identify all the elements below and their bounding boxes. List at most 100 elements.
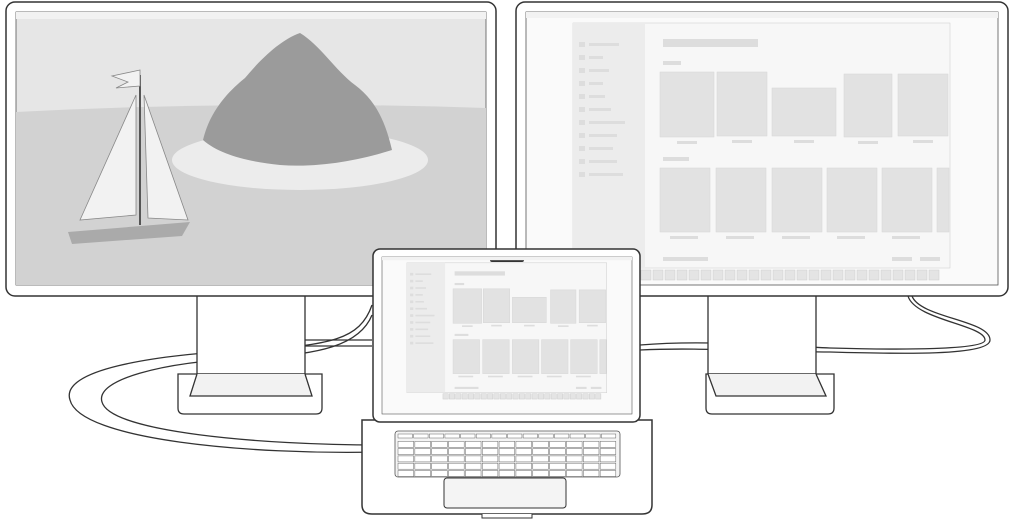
key: [444, 433, 460, 439]
key: [498, 462, 515, 470]
sidebar-item: [415, 294, 423, 296]
dock-icon: [916, 269, 928, 281]
sidebar-item: [589, 147, 613, 150]
trackpad: [443, 477, 567, 509]
key: [583, 441, 600, 448]
dock-icon: [904, 269, 916, 281]
thumbnail: [482, 288, 510, 323]
key: [599, 462, 617, 470]
dock-icon: [712, 269, 724, 281]
thumbnail-caption: [458, 375, 474, 378]
dock-icon: [595, 393, 602, 400]
key: [566, 455, 583, 463]
key: [448, 441, 465, 448]
dock-icon: [748, 269, 760, 281]
dock-icon: [557, 393, 563, 400]
sidebar-item: [589, 43, 619, 46]
dock-icon: [442, 393, 449, 400]
thumbnail: [659, 71, 715, 138]
thumbnail-caption: [462, 325, 473, 327]
key: [515, 470, 532, 477]
dock-icon: [449, 393, 455, 400]
thumbnail: [512, 297, 547, 323]
key: [414, 448, 431, 455]
dock-icon: [640, 269, 652, 281]
key: [431, 470, 448, 477]
thumbnail-caption: [782, 236, 810, 239]
key: [532, 441, 549, 448]
thumbnail: [936, 167, 950, 233]
dock-icon: [550, 393, 557, 400]
thumbnail: [843, 73, 893, 138]
thumbnail: [881, 167, 933, 233]
thumbnail: [659, 167, 711, 233]
sidebar-item: [415, 280, 423, 282]
sailboat: [68, 69, 190, 244]
key: [397, 441, 414, 448]
section-label: [454, 333, 469, 336]
key: [397, 448, 414, 455]
key: [599, 470, 617, 477]
left-display: [5, 1, 497, 297]
key: [599, 455, 617, 463]
thumbnail-caption: [557, 325, 569, 327]
dock-icon: [760, 269, 772, 281]
sidebar-icon: [410, 279, 414, 283]
key: [566, 462, 583, 470]
thumbnail: [550, 289, 577, 324]
sidebar-icon: [410, 334, 414, 338]
sidebar: [406, 262, 446, 393]
dock-icon: [736, 269, 748, 281]
key: [566, 441, 583, 448]
key: [583, 448, 600, 455]
sidebar-icon: [410, 341, 414, 345]
key: [397, 470, 414, 477]
thumbnail: [897, 73, 949, 137]
sidebar-icon: [579, 107, 585, 112]
thumbnail-caption: [837, 236, 865, 239]
key: [465, 441, 482, 448]
key: [481, 470, 499, 477]
island-rock: [203, 33, 392, 166]
thumbnail: [452, 288, 482, 324]
section-label: [663, 157, 689, 161]
sidebar-item: [589, 134, 617, 137]
sidebar-item: [415, 314, 435, 317]
key: [583, 462, 600, 470]
dock-icon: [664, 269, 676, 281]
thumbnail-caption: [575, 375, 591, 378]
dock-icon: [772, 269, 784, 281]
key: [431, 448, 448, 455]
dock-icon: [652, 269, 664, 281]
key: [549, 455, 566, 463]
sidebar-item: [589, 121, 625, 124]
thumbnail: [599, 339, 607, 374]
key: [413, 433, 429, 439]
menu-bar: [526, 12, 998, 18]
dock-icon: [928, 269, 940, 281]
dock-icon: [784, 269, 796, 281]
menu-bar: [16, 12, 486, 19]
key: [515, 448, 532, 455]
left-display-stand: [177, 291, 323, 415]
key: [498, 448, 515, 455]
button: [590, 386, 602, 389]
key: [448, 462, 465, 470]
dock-icon: [455, 393, 462, 400]
dock-icon: [808, 269, 820, 281]
key: [397, 455, 414, 463]
thumbnail-caption: [892, 236, 920, 239]
sidebar-item: [415, 321, 431, 324]
key: [431, 455, 448, 463]
key: [481, 441, 499, 448]
sidebar-icon: [410, 300, 414, 304]
dock-icon: [563, 393, 570, 400]
sidebar-icon: [579, 55, 585, 60]
sidebar-item: [415, 307, 428, 310]
thumbnail-caption: [726, 236, 754, 239]
sidebar-item: [415, 287, 426, 289]
key: [515, 455, 532, 463]
sidebar-item: [589, 108, 611, 111]
key: [599, 441, 617, 448]
dock-icon: [569, 393, 576, 400]
